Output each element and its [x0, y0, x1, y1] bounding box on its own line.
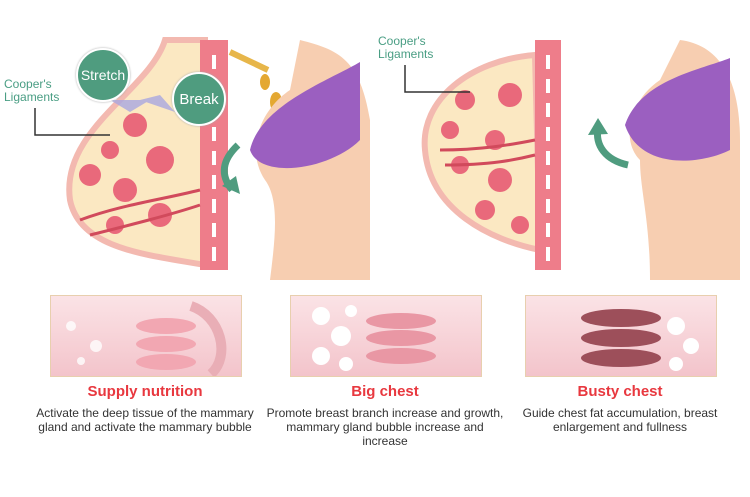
feature-desc-supply-nutrition: Activate the deep tissue of the mammary …: [36, 406, 254, 434]
torso-before: [220, 40, 370, 280]
coopers-ligaments-label-right: Cooper's Ligaments: [378, 34, 434, 61]
busty-chest-image: [525, 295, 717, 377]
feature-title-supply-nutrition: Supply nutrition: [87, 383, 203, 400]
feature-title-big-chest: Big chest: [351, 383, 419, 400]
firm-breast-diagram: [404, 40, 561, 270]
illustration-top: [34, 37, 740, 280]
big-chest-image: [290, 295, 482, 377]
feature-desc-busty-chest: Guide chest fat accumulation, breast enl…: [522, 406, 718, 434]
torso-after: [588, 40, 740, 280]
feature-desc-big-chest: Promote breast branch increase and growt…: [266, 406, 504, 448]
sagging-breast-diagram: [34, 37, 228, 270]
supply-nutrition-image: [50, 295, 242, 377]
break-bubble: Break: [172, 72, 226, 126]
serum-dropper-icon: [228, 49, 282, 112]
stretch-bubble: Stretch: [76, 48, 130, 102]
coopers-ligaments-label-left: Cooper's Ligaments: [4, 77, 60, 104]
feature-title-busty-chest: Busty chest: [577, 383, 663, 400]
